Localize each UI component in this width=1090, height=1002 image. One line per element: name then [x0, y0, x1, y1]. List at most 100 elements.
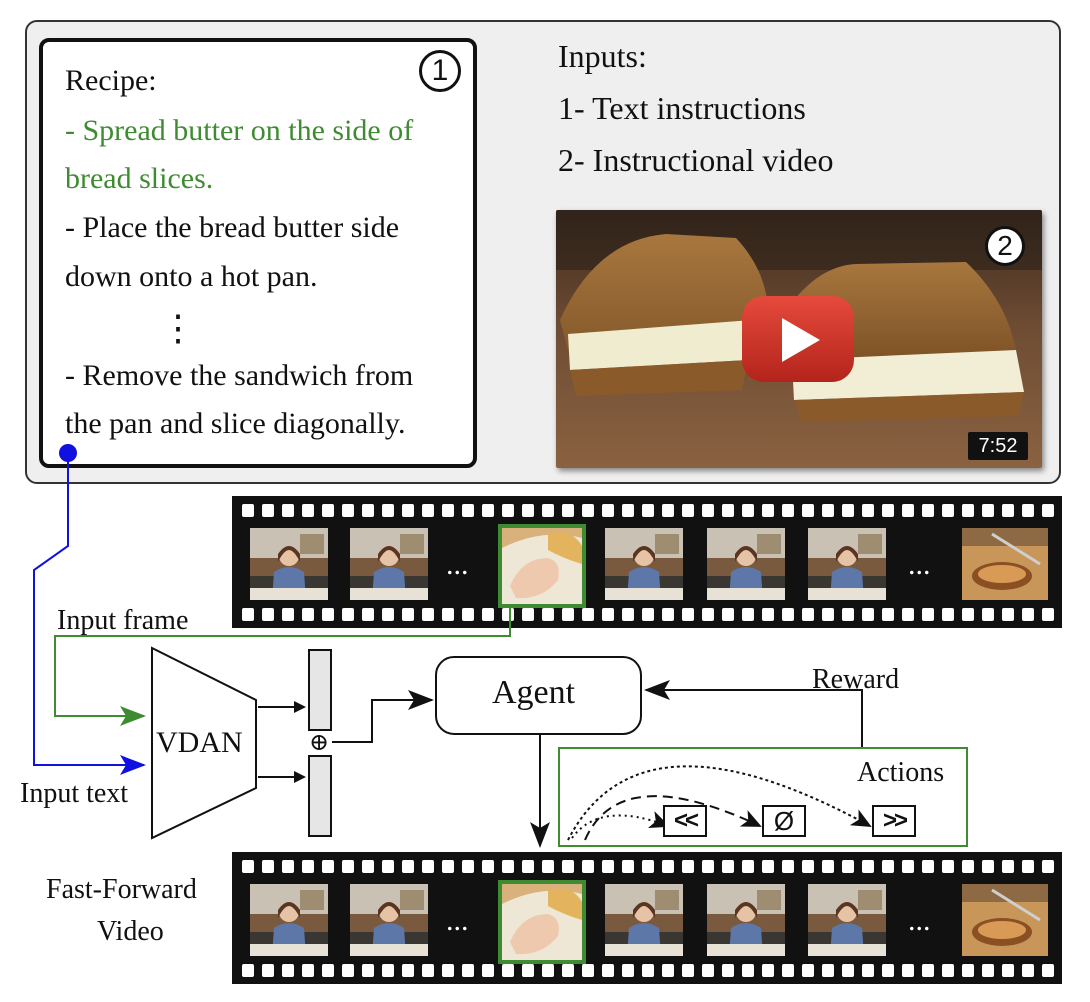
sprocket-hole: [942, 964, 954, 977]
sprocket-hole: [242, 608, 254, 621]
sprocket-hole: [962, 608, 974, 621]
sprocket-hole: [662, 964, 674, 977]
vdan-block: [151, 646, 257, 840]
sprocket-hole: [782, 504, 794, 517]
sprocket-hole: [462, 608, 474, 621]
sprocket-hole: [1002, 608, 1014, 621]
sprocket-hole: [302, 504, 314, 517]
concat-symbol: ⊕: [309, 730, 330, 756]
output-frame-last: [962, 884, 1048, 956]
sprocket-hole: [982, 964, 994, 977]
sprocket-hole: [802, 608, 814, 621]
video-duration: 7:52: [968, 432, 1028, 460]
sprocket-hole: [362, 964, 374, 977]
sprocket-hole: [762, 860, 774, 873]
sprocket-hole: [1002, 860, 1014, 873]
stay-arc: [584, 795, 762, 841]
text-input-arrow: [33, 453, 146, 775]
sprocket-hole: [262, 964, 274, 977]
sprocket-hole: [442, 504, 454, 517]
sprocket-hole: [722, 504, 734, 517]
sprocket-hole: [782, 964, 794, 977]
sprocket-hole: [322, 860, 334, 873]
video-thumbnail[interactable]: [556, 210, 1042, 468]
inputs-item-text: 1- Text instructions: [558, 90, 806, 126]
forward-action-label: >>: [882, 807, 908, 834]
sprocket-hole: [822, 964, 834, 977]
sprocket-hole: [1042, 964, 1054, 977]
output-ellipsis: ...: [446, 904, 469, 937]
sprocket-hole: [462, 860, 474, 873]
sprocket-hole: [462, 964, 474, 977]
sprocket-hole: [422, 860, 434, 873]
sprocket-hole: [582, 964, 594, 977]
sprocket-hole: [1022, 860, 1034, 873]
sprocket-hole: [682, 860, 694, 873]
sprocket-hole: [802, 964, 814, 977]
reward-label: Reward: [812, 664, 900, 695]
sprocket-hole: [582, 608, 594, 621]
agent-block: [435, 656, 642, 735]
sprocket-hole: [802, 860, 814, 873]
sprocket-hole: [482, 964, 494, 977]
recipe-ellipsis: ⋮: [160, 308, 196, 348]
output-label-line1: Fast-Forward: [46, 874, 197, 905]
sprocket-hole: [1022, 608, 1034, 621]
sprocket-row: [232, 860, 1062, 874]
sprocket-hole: [822, 860, 834, 873]
sprocket-hole: [742, 608, 754, 621]
sprocket-hole: [882, 504, 894, 517]
sprocket-hole: [862, 964, 874, 977]
sprocket-hole: [282, 860, 294, 873]
sprocket-hole: [922, 608, 934, 621]
sprocket-hole: [302, 608, 314, 621]
recipe-badge: 1: [419, 50, 461, 92]
sprocket-hole: [442, 860, 454, 873]
output-frame-4: [605, 884, 683, 956]
sprocket-hole: [302, 860, 314, 873]
sprocket-hole: [342, 964, 354, 977]
sprocket-hole: [862, 860, 874, 873]
sprocket-hole: [902, 964, 914, 977]
sprocket-hole: [362, 608, 374, 621]
sprocket-hole: [482, 504, 494, 517]
film-frame-5: [707, 528, 785, 600]
sprocket-hole: [522, 964, 534, 977]
sprocket-hole: [902, 608, 914, 621]
sprocket-hole: [662, 860, 674, 873]
sprocket-hole: [762, 964, 774, 977]
input-frame-label: Input frame: [57, 605, 189, 636]
sprocket-hole: [762, 608, 774, 621]
output-frame-6: [808, 884, 886, 956]
sprocket-hole: [522, 608, 534, 621]
output-frame-2: [350, 884, 428, 956]
output-label-line2: Video: [97, 916, 164, 947]
sprocket-hole: [722, 964, 734, 977]
sprocket-hole: [962, 964, 974, 977]
sprocket-hole: [602, 964, 614, 977]
sprocket-hole: [322, 504, 334, 517]
sprocket-hole: [502, 504, 514, 517]
sprocket-hole: [542, 608, 554, 621]
sprocket-hole: [542, 504, 554, 517]
sprocket-hole: [622, 504, 634, 517]
play-button-icon: [742, 296, 854, 382]
sprocket-hole: [622, 964, 634, 977]
sprocket-hole: [502, 964, 514, 977]
sprocket-hole: [962, 504, 974, 517]
frame-feature-vector: [308, 755, 332, 837]
sprocket-hole: [282, 504, 294, 517]
sprocket-hole: [382, 608, 394, 621]
sprocket-hole: [422, 608, 434, 621]
sprocket-hole: [942, 860, 954, 873]
sprocket-hole: [842, 860, 854, 873]
sprocket-hole: [742, 860, 754, 873]
sprocket-hole: [922, 964, 934, 977]
sprocket-hole: [782, 608, 794, 621]
forward-action-box: [872, 805, 916, 837]
sprocket-hole: [782, 860, 794, 873]
sprocket-hole: [1042, 860, 1054, 873]
sprocket-hole: [642, 964, 654, 977]
sprocket-hole: [982, 860, 994, 873]
sprocket-hole: [1022, 504, 1034, 517]
